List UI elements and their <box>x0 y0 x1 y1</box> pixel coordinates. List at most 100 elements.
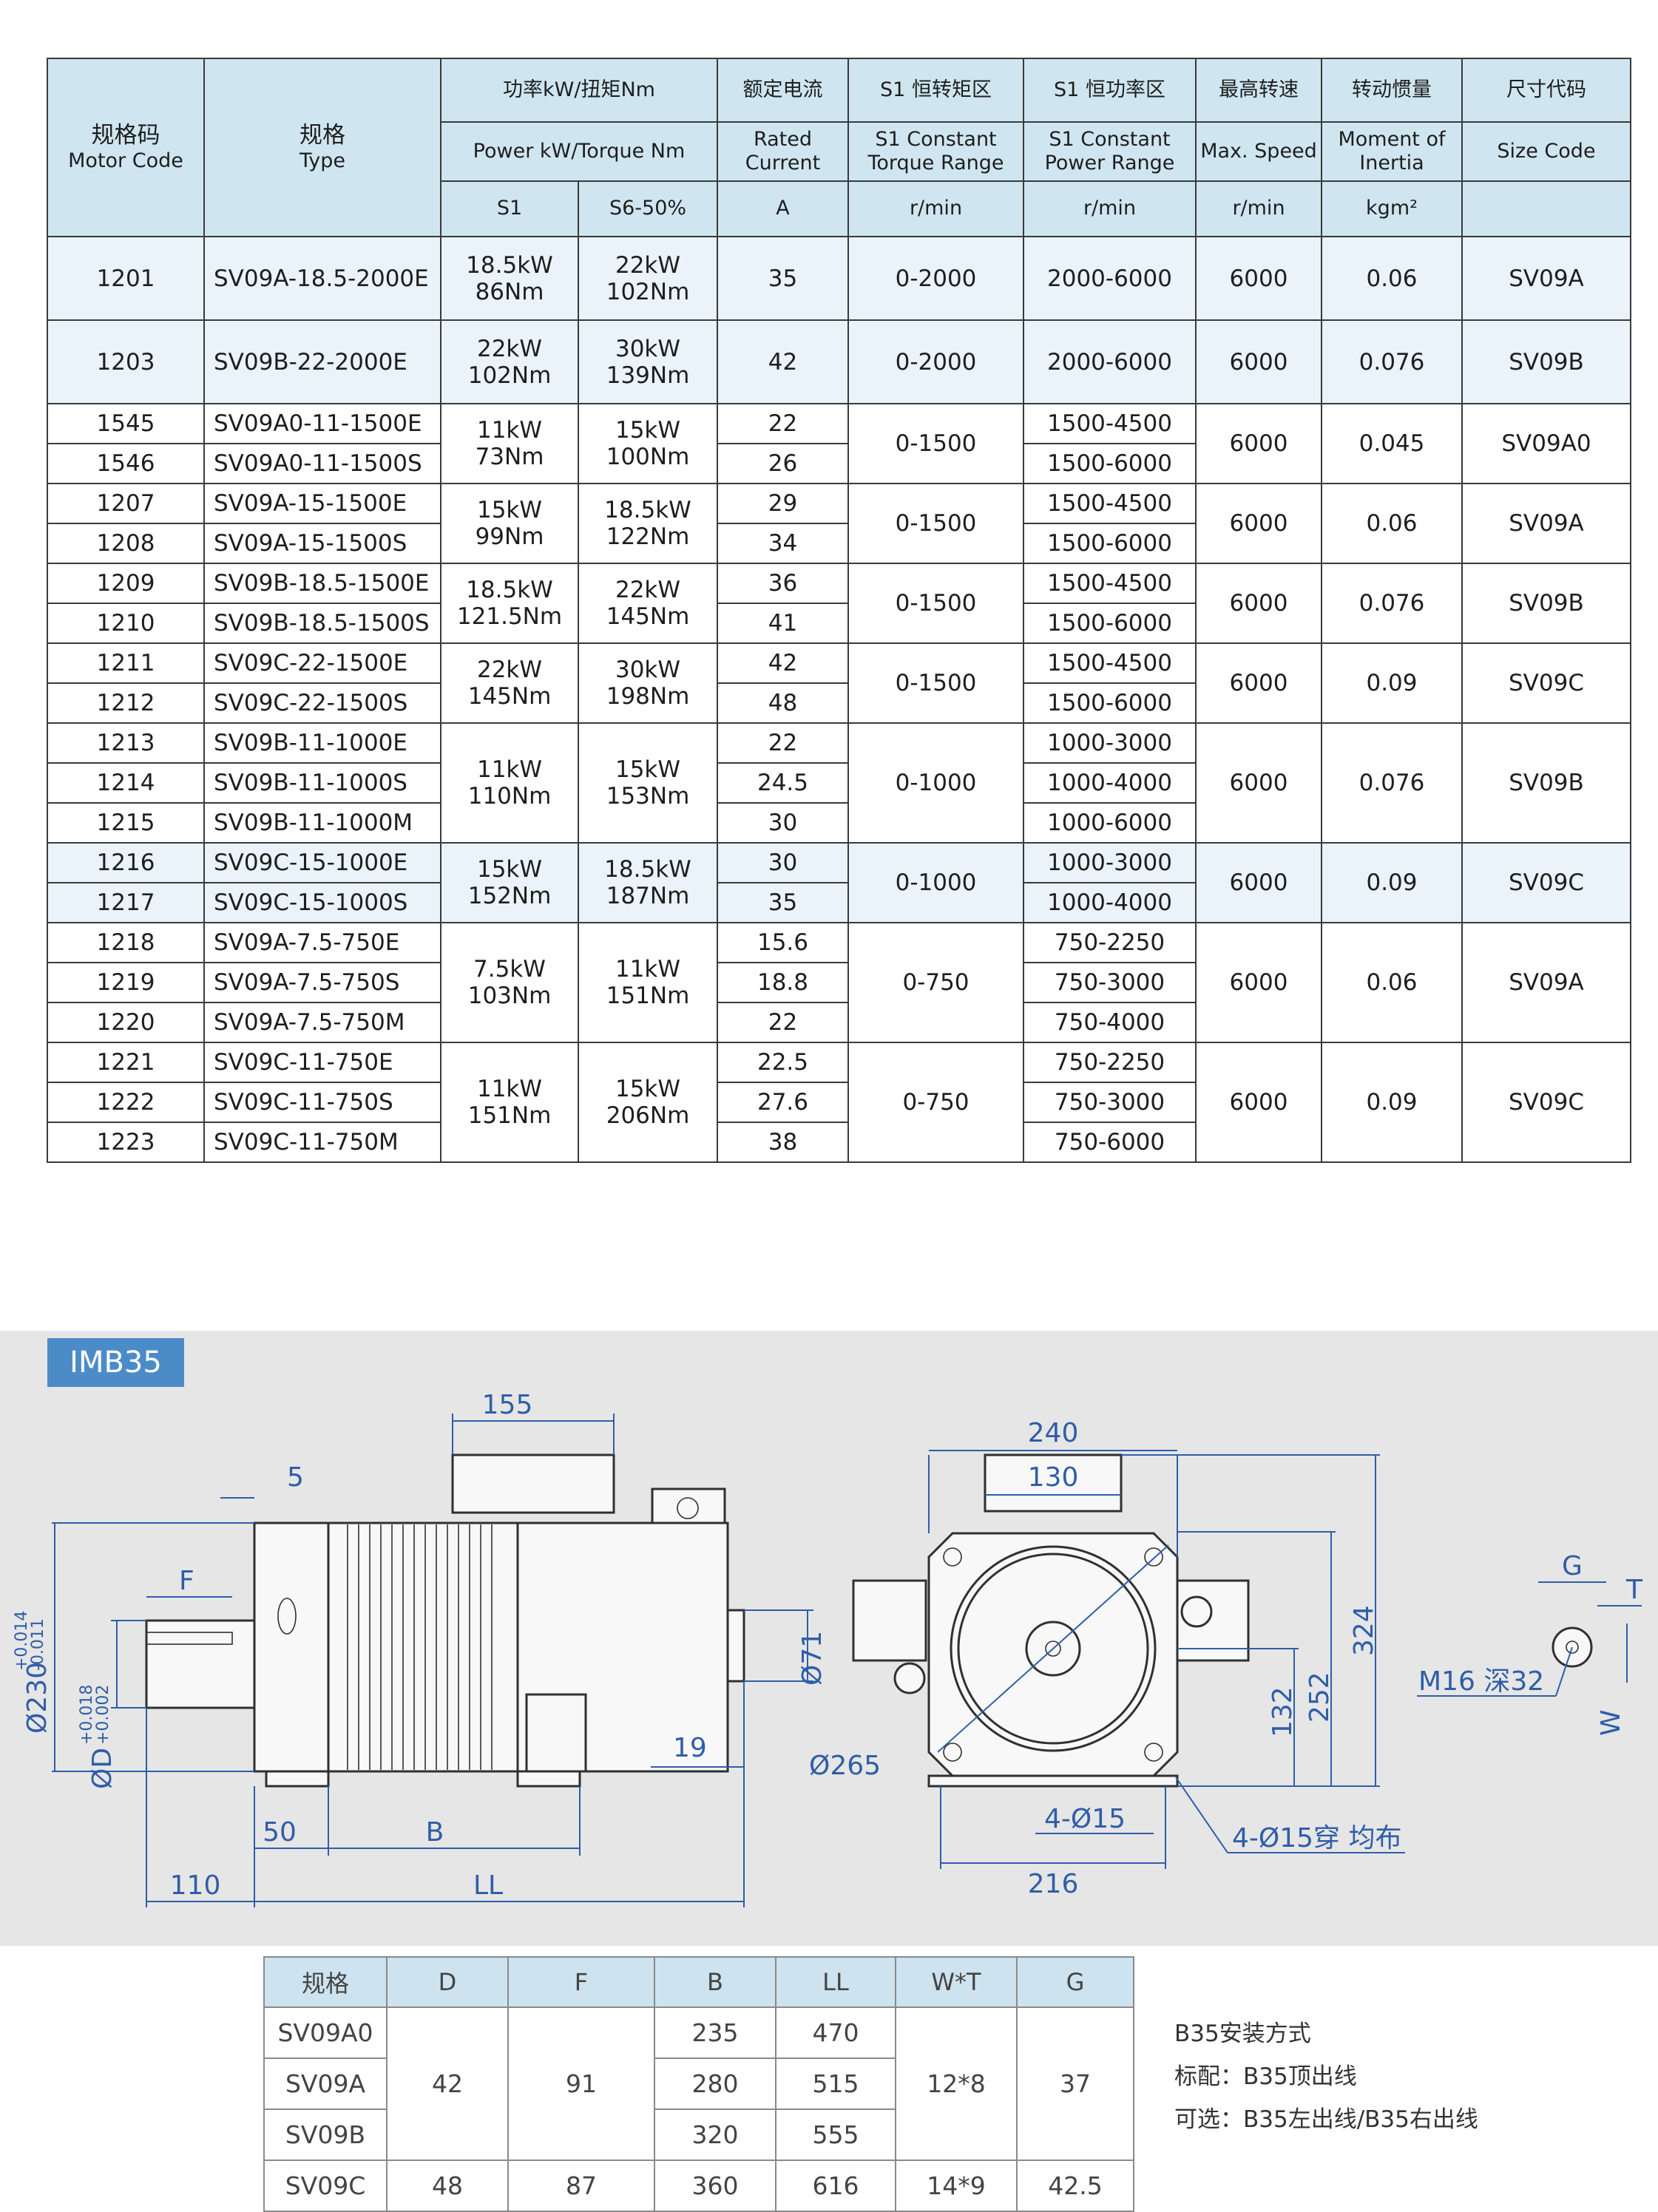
shaft-end-view <box>1417 1581 1642 1697</box>
cell-size-code: SV09B <box>1461 722 1631 844</box>
terminal-box <box>451 1453 615 1514</box>
cell-power-range: 750-2250 <box>1023 1042 1197 1083</box>
cell-s1-power: 11kW <box>476 417 543 444</box>
header-size-unit <box>1461 180 1631 237</box>
cell-motor-code: 1203 <box>47 319 205 404</box>
cell-motor-code: 1214 <box>47 762 205 804</box>
cell-power-range: 1000-6000 <box>1023 802 1197 844</box>
header-current-zh: 额定电流 <box>717 58 849 123</box>
dim-cell-type: SV09C <box>263 2160 388 2212</box>
cell-s1-torque: 145Nm <box>467 683 552 710</box>
cell-s1-power: 11kW <box>476 756 543 783</box>
cell-type: SV09A0-11-1500S <box>203 443 441 484</box>
dim-cell-d: 48 <box>386 2160 509 2212</box>
cell-torque-range: 0-1000 <box>847 722 1024 844</box>
dim-132: 132 <box>1268 1686 1298 1737</box>
cell-s6-power: 15kW <box>615 1076 681 1102</box>
cell-torque-range: 0-1500 <box>847 642 1024 724</box>
cell-max-speed: 6000 <box>1195 722 1322 844</box>
cell-s6-power: 22kW <box>615 251 681 279</box>
dim-header-wt: W*T <box>895 1956 1018 2008</box>
shaft-key <box>146 1632 233 1645</box>
rear-boss <box>726 1609 745 1683</box>
side-view <box>52 1414 813 1907</box>
cell-inertia: 0.09 <box>1321 642 1463 724</box>
cell-max-speed: 6000 <box>1195 842 1322 923</box>
cell-current: 42 <box>717 319 849 404</box>
cell-inertia: 0.076 <box>1321 563 1463 644</box>
dim-19: 19 <box>673 1733 707 1763</box>
dim-g: G <box>1562 1551 1583 1581</box>
dim-b: B <box>426 1817 444 1848</box>
cell-type: SV09B-18.5-1500S <box>203 603 441 644</box>
cell-size-code: SV09A <box>1461 483 1631 564</box>
cell-type: SV09B-11-1000E <box>203 722 441 764</box>
cell-s1-power: 15kW <box>476 497 543 523</box>
cell-type: SV09B-11-1000S <box>203 762 441 804</box>
cell-s1-torque: 121.5Nm <box>456 603 563 630</box>
dim-cell-f: 91 <box>507 2006 655 2161</box>
dim-cell-g: 42.5 <box>1016 2160 1134 2212</box>
cell-s6-torque: 122Nm <box>606 523 690 550</box>
dim-header-d: D <box>386 1956 509 2008</box>
dim-header-type: 规格 <box>263 1956 388 2008</box>
cell-s6-torque: 100Nm <box>606 444 690 470</box>
cell-type: SV09A-15-1500S <box>203 523 441 564</box>
cell-motor-code: 1210 <box>47 603 205 644</box>
cell-max-speed: 6000 <box>1195 922 1322 1043</box>
dim-t: T <box>1625 1575 1643 1605</box>
cell-type: SV09B-22-2000E <box>203 319 441 404</box>
cell-max-speed: 6000 <box>1195 642 1322 724</box>
cell-s1-torque: 152Nm <box>467 883 552 909</box>
cell-s1-power: 18.5kW <box>466 251 553 279</box>
note-mounting-type: B35安装方式 <box>1174 2021 1311 2047</box>
flange-hole-tl <box>943 1547 962 1567</box>
dim-rear-boss: Ø71 <box>797 1631 828 1686</box>
cell-s6-power: 15kW <box>615 417 681 444</box>
cell-inertia: 0.045 <box>1321 403 1463 484</box>
dim-cell-ll: 470 <box>775 2006 896 2059</box>
cell-inertia: 0.09 <box>1321 842 1463 923</box>
dim-cell-d: 42 <box>386 2006 509 2161</box>
cell-motor-code: 1215 <box>47 802 205 844</box>
dim-flange-tol-upper: +0.014 <box>13 1611 31 1671</box>
dim-cell-type: SV09A <box>263 2057 388 2110</box>
dim-cell-b: 280 <box>654 2057 776 2110</box>
cell-type: SV09A-7.5-750S <box>203 962 441 1003</box>
cell-current: 41 <box>717 603 849 644</box>
left-connector <box>852 1579 927 1662</box>
cell-power-range: 1500-4500 <box>1023 403 1197 444</box>
cell-current: 15.6 <box>717 922 849 963</box>
dim-header-g: G <box>1016 1956 1134 2008</box>
dimension-table: 规格 D F B LL W*T G SV09A0 42 91 235 470 1… <box>263 1956 1134 2212</box>
cell-size-code: SV09B <box>1461 563 1631 644</box>
cell-s1-torque: 102Nm <box>467 362 552 389</box>
header-inertia-zh: 转动惯量 <box>1321 58 1463 123</box>
header-size-en: Size Code <box>1461 121 1631 182</box>
cell-motor-code: 1213 <box>47 722 205 764</box>
cell-current: 22 <box>717 403 849 444</box>
technical-drawing: 155 5 F Ø230 +0.014 -0.011 ØD +0.018 +0.… <box>13 1390 1643 1907</box>
cell-current: 18.8 <box>717 962 849 1003</box>
cell-type: SV09C-22-1500E <box>203 642 441 684</box>
dim-foot-holes: 4-Ø15 <box>1044 1804 1126 1834</box>
flange <box>253 1521 330 1773</box>
cell-current: 22 <box>717 1002 849 1043</box>
cell-size-code: SV09C <box>1461 642 1631 724</box>
cell-s6-torque: 198Nm <box>606 683 690 710</box>
header-size-zh: 尺寸代码 <box>1461 58 1631 123</box>
cell-s6-torque: 206Nm <box>606 1102 690 1129</box>
cell-power-range: 750-2250 <box>1023 922 1197 963</box>
